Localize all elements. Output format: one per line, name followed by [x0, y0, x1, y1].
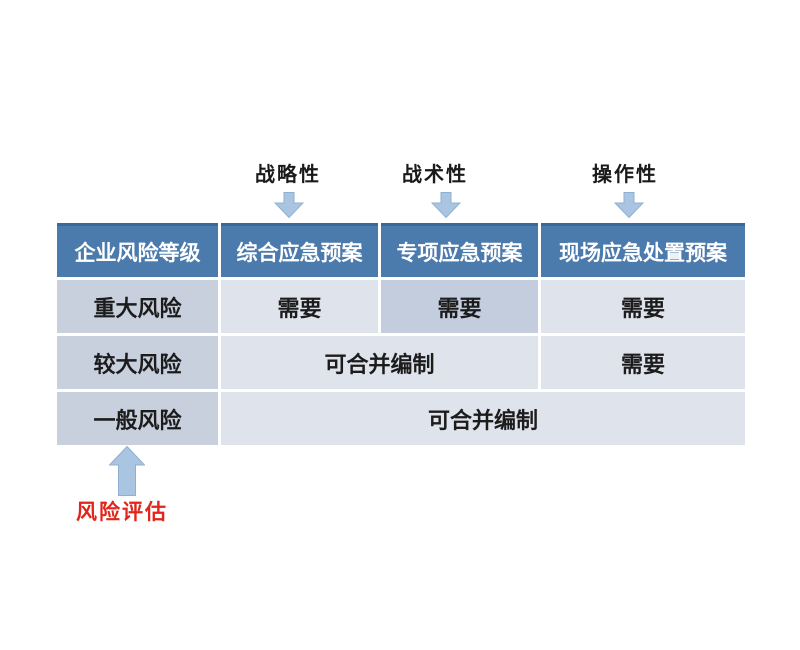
- cell-general-merged: 可合并编制: [221, 392, 745, 445]
- down-arrow-icon: [431, 192, 461, 218]
- risk-plan-table: 企业风险等级 综合应急预案 专项应急预案 现场应急处置预案 重大风险 需要 需要…: [57, 223, 745, 445]
- label-strategic: 战略性: [255, 162, 321, 186]
- cell-major-comprehensive: 需要: [221, 280, 378, 333]
- cell-larger-merged: 可合并编制: [221, 336, 538, 389]
- down-arrow-icon: [614, 192, 644, 218]
- header-onsite-disposal-plan: 现场应急处置预案: [541, 223, 745, 277]
- header-enterprise-risk-level: 企业风险等级: [57, 223, 218, 277]
- row-label-general-risk: 一般风险: [57, 392, 218, 445]
- cell-larger-onsite: 需要: [541, 336, 745, 389]
- label-tactical: 战术性: [402, 162, 468, 186]
- row-label-larger-risk: 较大风险: [57, 336, 218, 389]
- row-label-major-risk: 重大风险: [57, 280, 218, 333]
- label-operational: 操作性: [592, 162, 658, 186]
- cell-major-onsite: 需要: [541, 280, 745, 333]
- down-arrow-icon: [274, 192, 304, 218]
- cell-major-special-highlighted: 需要: [381, 280, 538, 333]
- risk-assessment-label: 风险评估: [76, 499, 168, 524]
- header-special-plan: 专项应急预案: [381, 223, 538, 277]
- header-comprehensive-plan: 综合应急预案: [221, 223, 378, 277]
- up-arrow-icon: [109, 446, 145, 496]
